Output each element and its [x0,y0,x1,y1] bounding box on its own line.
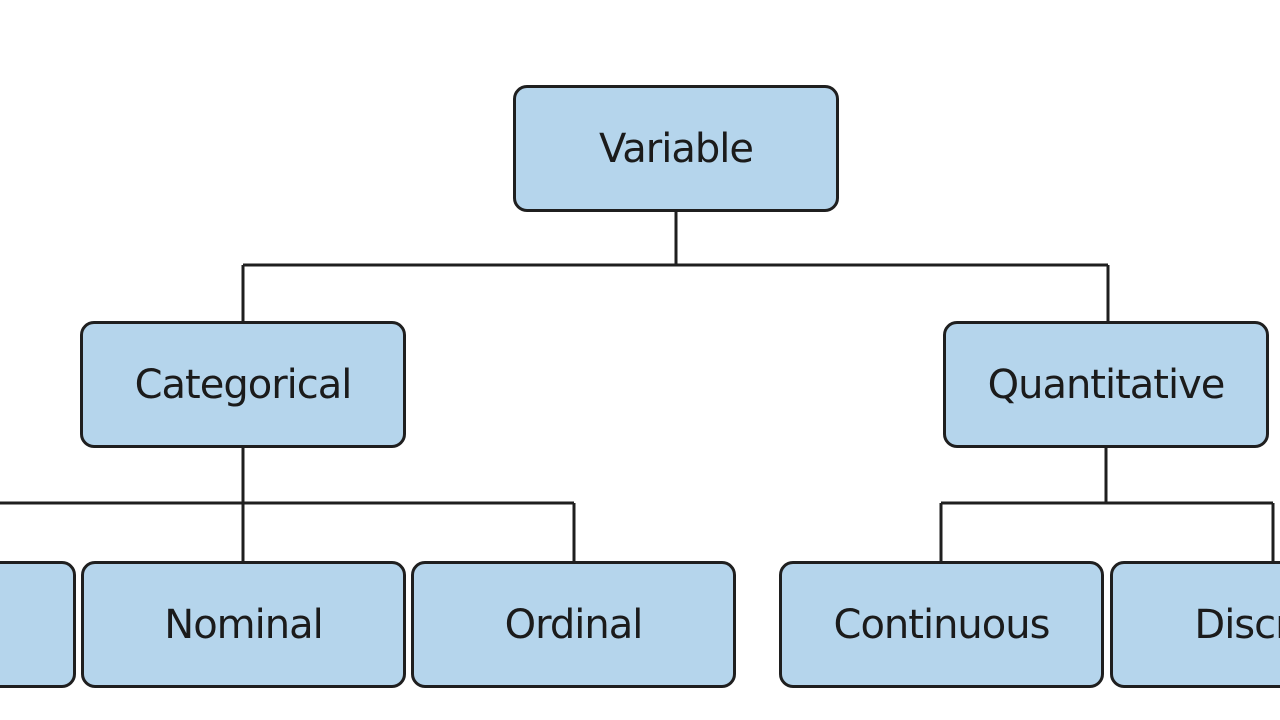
node-nominal-label: Nominal [164,601,323,648]
node-categorical: Categorical [80,321,406,448]
node-quantitative: Quantitative [943,321,1269,448]
node-quantitative-label: Quantitative [987,361,1226,408]
node-variable: Variable [513,85,839,212]
node-discrete-label: Discrete [1194,601,1280,648]
node-variable-label: Variable [599,125,754,172]
node-ordinal-label: Ordinal [504,601,644,648]
node-ordinal: Ordinal [411,561,736,688]
node-continuous: Continuous [779,561,1104,688]
node-cropped-left [0,561,76,688]
node-nominal: Nominal [81,561,406,688]
node-continuous-label: Continuous [833,601,1051,648]
node-discrete: Discrete [1110,561,1280,688]
node-categorical-label: Categorical [134,361,353,408]
